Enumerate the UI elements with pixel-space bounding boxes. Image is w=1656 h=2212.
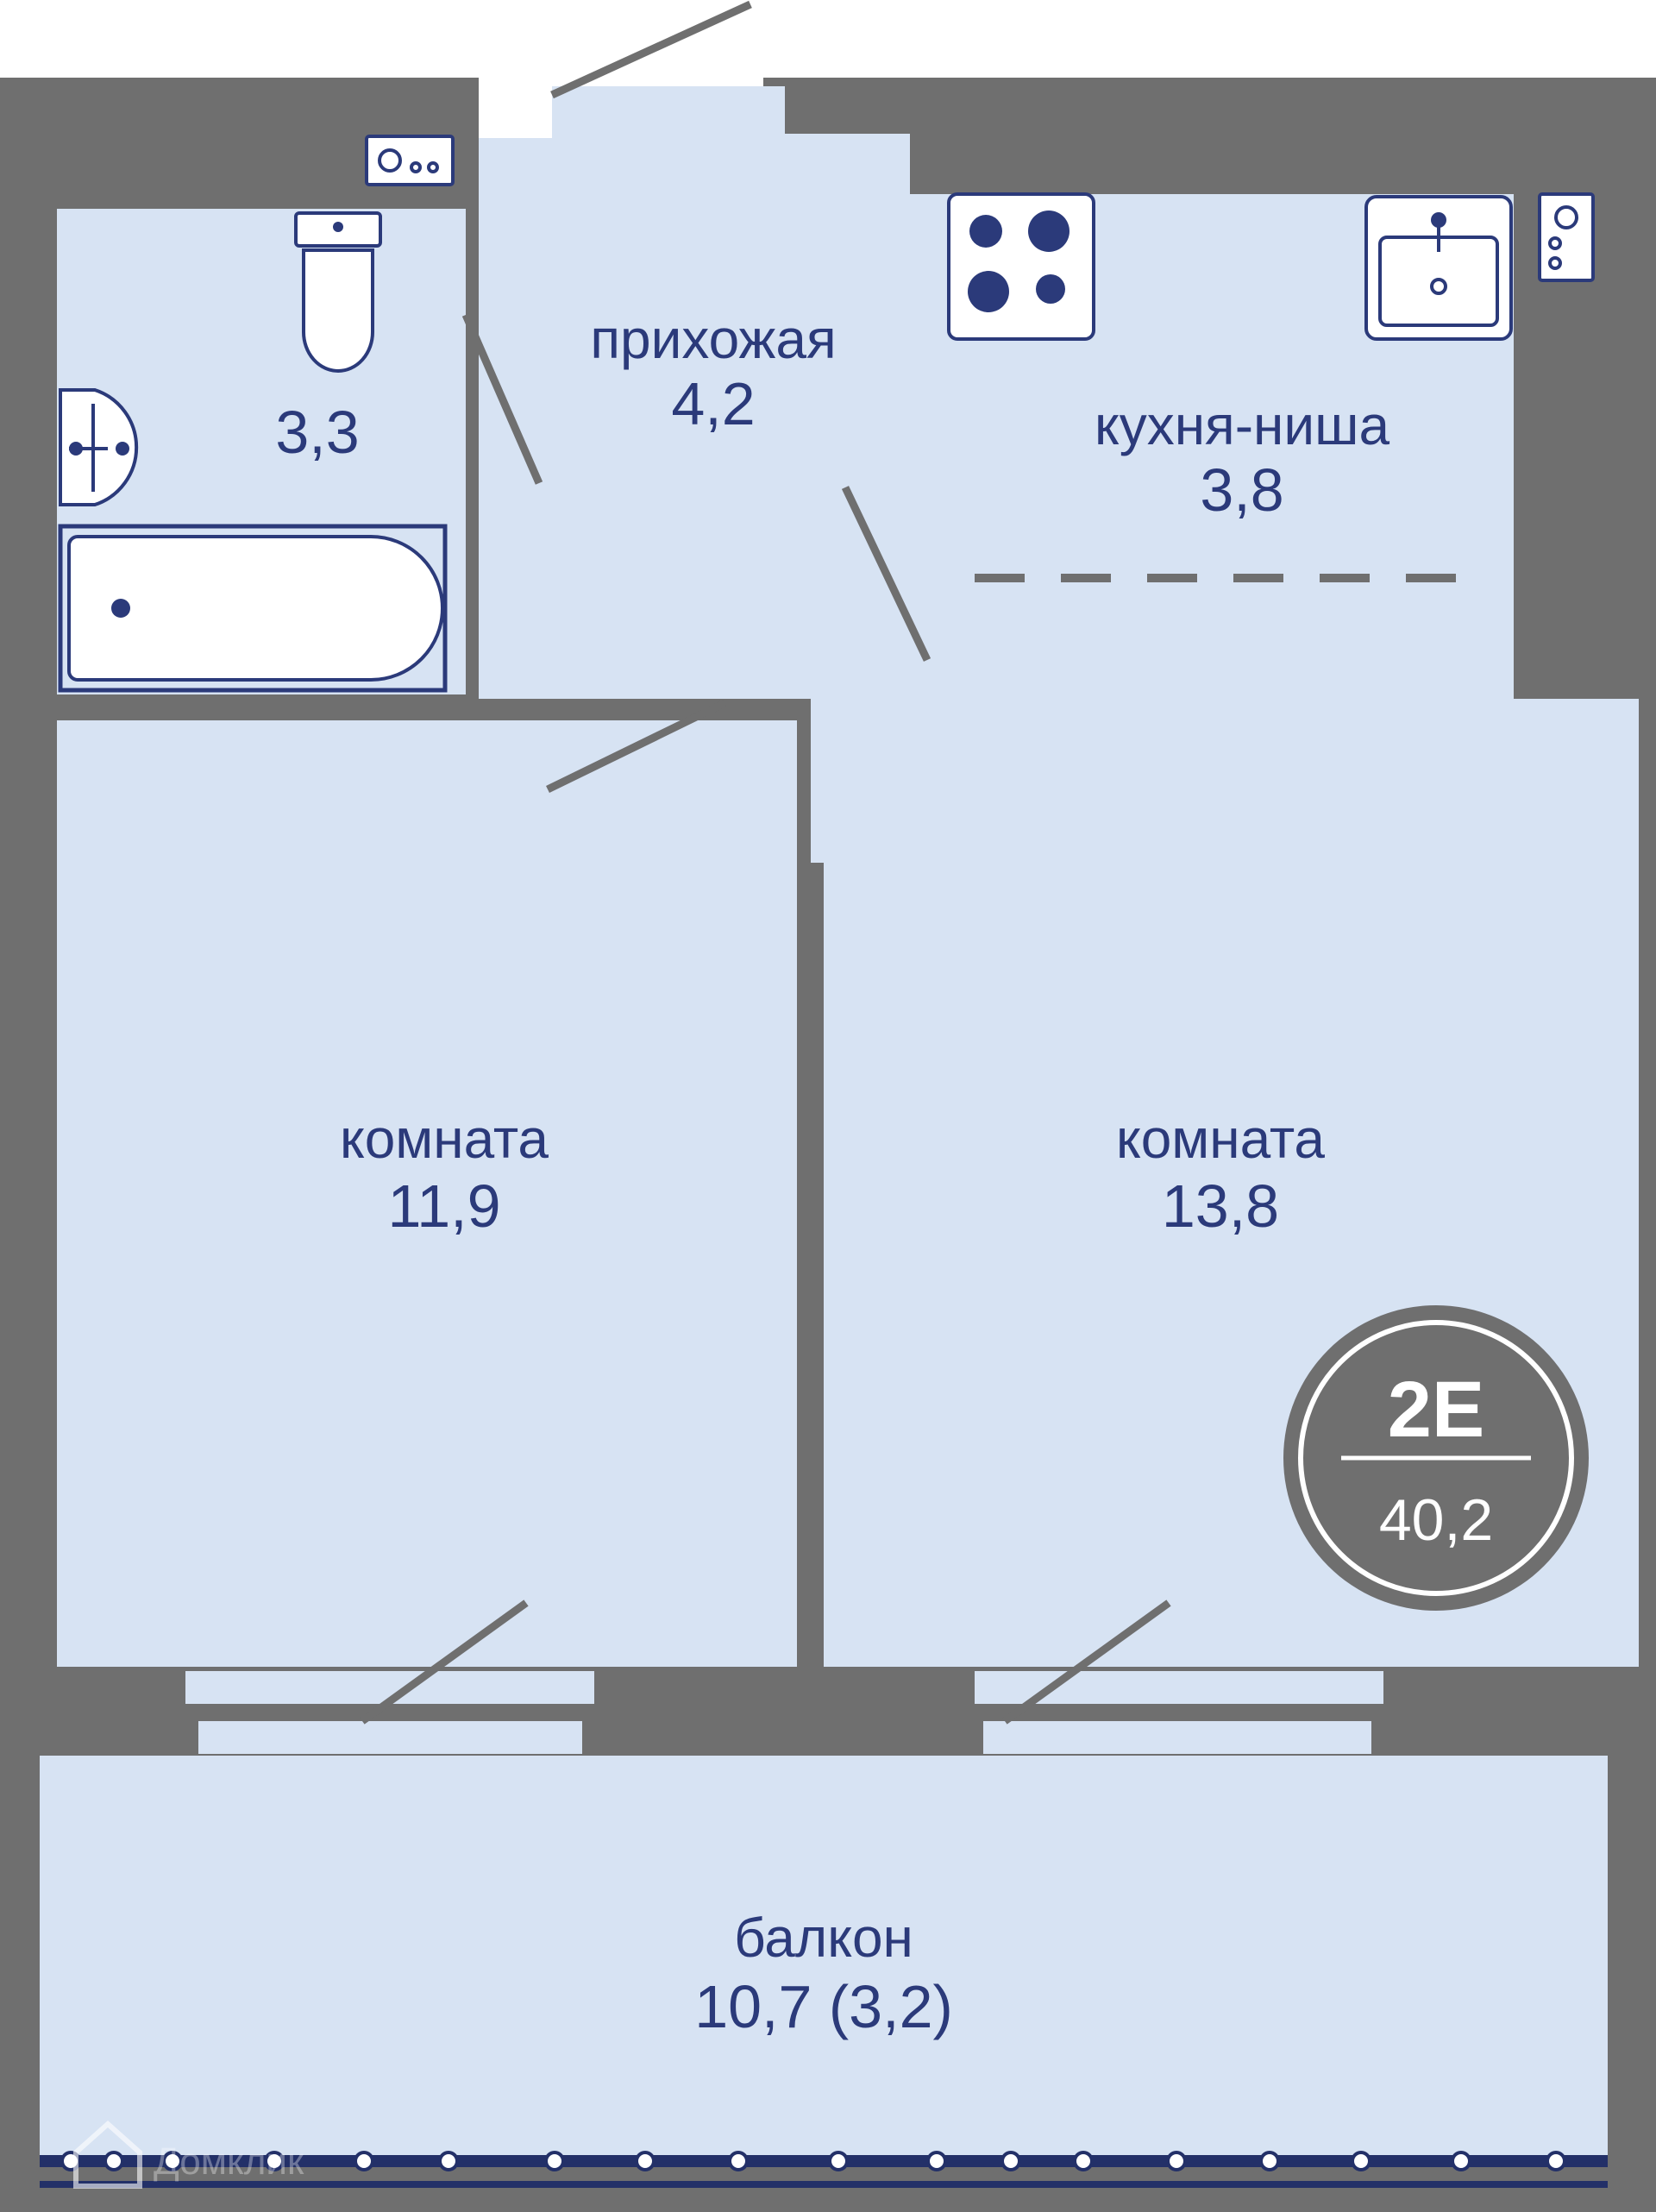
- railing-post: [1351, 2151, 1371, 2171]
- watermark-text: Домклик: [154, 2140, 304, 2183]
- railing-post: [728, 2151, 749, 2171]
- door-swings: [360, 0, 1171, 1725]
- railing-post: [162, 2151, 183, 2171]
- domclick-logo-icon: [73, 2120, 142, 2189]
- room-right-name: комната: [1116, 1108, 1325, 1170]
- railing-post: [104, 2151, 124, 2171]
- hallway-name: прихожая: [590, 308, 836, 370]
- kitchen-door-leaf: [841, 486, 932, 662]
- balcony-door-left-leaf: [360, 1599, 529, 1725]
- boiler-icon: [1538, 192, 1595, 282]
- railing-post: [1546, 2151, 1566, 2171]
- bathroom-area: 3,3: [275, 399, 359, 466]
- room-left-door-leaf: [546, 699, 726, 794]
- balcony-door-right-leaf: [1002, 1599, 1171, 1725]
- kitchen-lower-floor: [811, 699, 1639, 863]
- entrance-door-leaf: [550, 0, 752, 99]
- watermark: Домклик: [73, 2120, 304, 2189]
- kitchen-name: кухня-ниша: [1095, 394, 1389, 456]
- railing-post: [1166, 2151, 1187, 2171]
- stove-icon: [947, 192, 1095, 341]
- hallway-area: 4,2: [671, 370, 755, 437]
- fixtures: [58, 135, 1595, 693]
- bathtub-icon: [58, 524, 448, 693]
- railing-post: [1259, 2151, 1280, 2171]
- railing-post: [1451, 2151, 1471, 2171]
- apartment-badge: 2Е 40,2: [1283, 1305, 1589, 1611]
- kitchen-sink-icon: [1364, 195, 1513, 341]
- kitchen-right-floor: [1514, 751, 1639, 863]
- railing-post: [926, 2151, 947, 2171]
- room-left-area: 11,9: [387, 1172, 500, 1240]
- toilet-icon: [294, 211, 382, 373]
- badge-apartment-type: 2Е: [1388, 1366, 1485, 1454]
- room-left-floor: [57, 720, 797, 1667]
- railing-post: [354, 2151, 374, 2171]
- balcony-floor: [40, 1756, 1608, 2161]
- window-right-lower: [983, 1721, 1371, 1754]
- balcony-railing: [40, 2151, 1608, 2188]
- railing-post: [828, 2151, 849, 2171]
- bathroom-door-leaf: [461, 313, 543, 485]
- railing-posts: [60, 2151, 1566, 2171]
- room-left-name: комната: [340, 1108, 549, 1170]
- floors: [40, 134, 1639, 2161]
- badge-inner-ring: [1298, 1320, 1574, 1596]
- hallway-floor: [479, 134, 910, 699]
- railing-post: [1073, 2151, 1094, 2171]
- railing-post: [438, 2151, 459, 2171]
- kitchen-area: 3,8: [1200, 456, 1283, 524]
- washbasin-icon: [59, 388, 139, 506]
- washing-machine-icon: [365, 135, 455, 186]
- railing-post: [544, 2151, 565, 2171]
- railing-post: [1000, 2151, 1021, 2171]
- balcony-name: балкон: [734, 1907, 913, 1969]
- railing-post: [635, 2151, 656, 2171]
- railing-post: [264, 2151, 285, 2171]
- room-right-area: 13,8: [1162, 1172, 1279, 1240]
- badge-total-area: 40,2: [1379, 1487, 1493, 1553]
- balcony-area: 10,7 (3,2): [694, 1973, 953, 2040]
- window-left-lower: [198, 1721, 582, 1754]
